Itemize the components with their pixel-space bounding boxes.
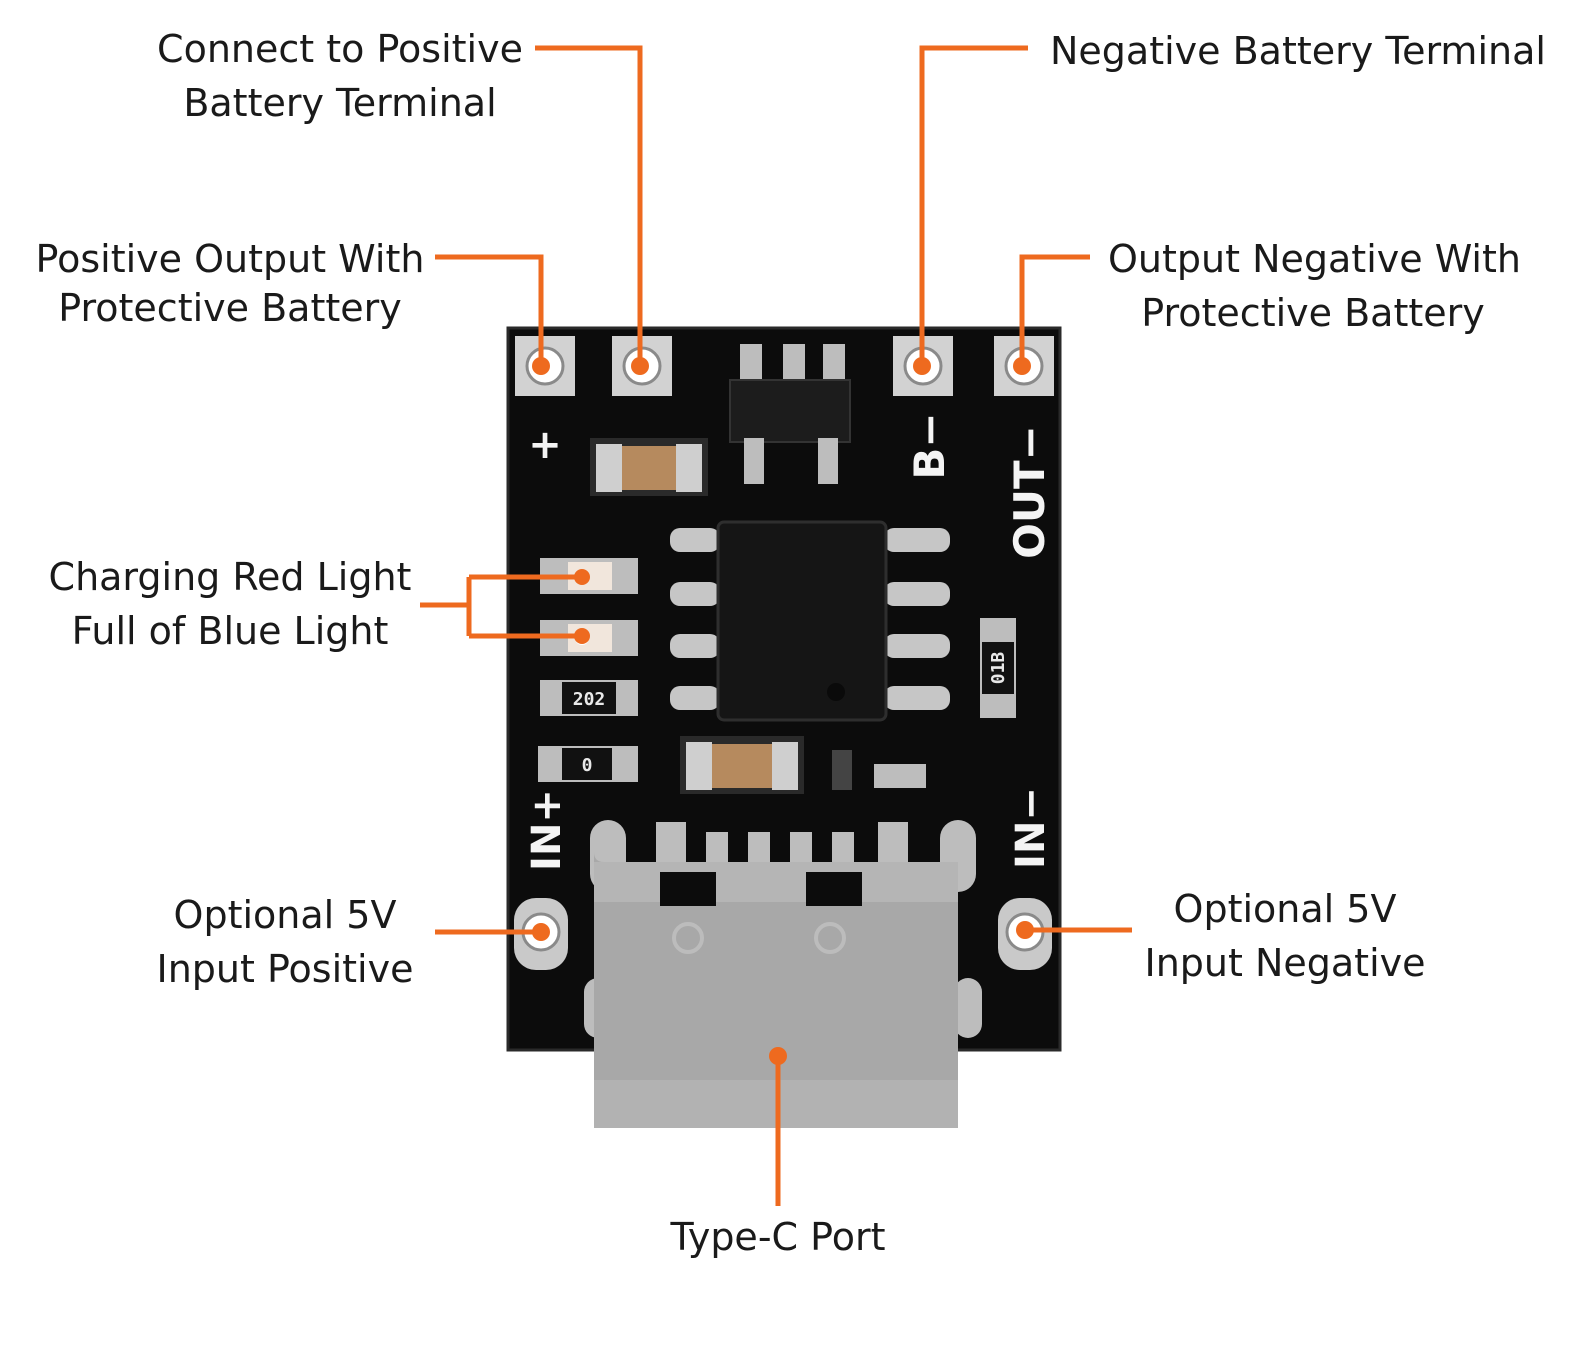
label-negative-output: Output Negative With Protective Battery (1108, 237, 1521, 335)
label-usb-port: Type-C Port (670, 1215, 886, 1259)
silk-in-minus: IN− (1008, 787, 1054, 869)
capacitor-bottom (680, 736, 804, 794)
pad-out-minus (994, 336, 1054, 396)
silk-out-minus: OUT− (1005, 425, 1054, 559)
silk-plus: + (528, 422, 562, 468)
charger-ic (670, 520, 950, 722)
resistor-202-code: 202 (573, 689, 606, 710)
resistor-01b: 01B (980, 618, 1016, 718)
leader-negative-battery (919, 45, 1028, 366)
label-input-positive: Optional 5V Input Positive (156, 893, 414, 991)
label-negative-battery: Negative Battery Terminal (1050, 29, 1546, 73)
resistor-0: 0 (538, 746, 638, 782)
silk-in-plus: IN+ (524, 789, 570, 871)
resistor-01b-code: 01B (988, 652, 1009, 685)
resistor-202: 202 (540, 680, 638, 716)
capacitor-top (590, 438, 708, 496)
resistor-0-code: 0 (582, 755, 593, 776)
leader-negative-output (1019, 254, 1090, 366)
leader-positive-output (435, 254, 544, 366)
label-positive-output: Positive Output With Protective Battery (35, 237, 425, 330)
label-input-negative: Optional 5V Input Negative (1144, 887, 1426, 985)
label-positive-battery: Connect to Positive Battery Terminal (157, 27, 523, 125)
leader-positive-battery (535, 45, 643, 366)
label-leds: Charging Red Light Full of Blue Light (48, 555, 412, 653)
silk-b-minus: B− (905, 412, 954, 479)
sot23-transistor (729, 344, 851, 484)
